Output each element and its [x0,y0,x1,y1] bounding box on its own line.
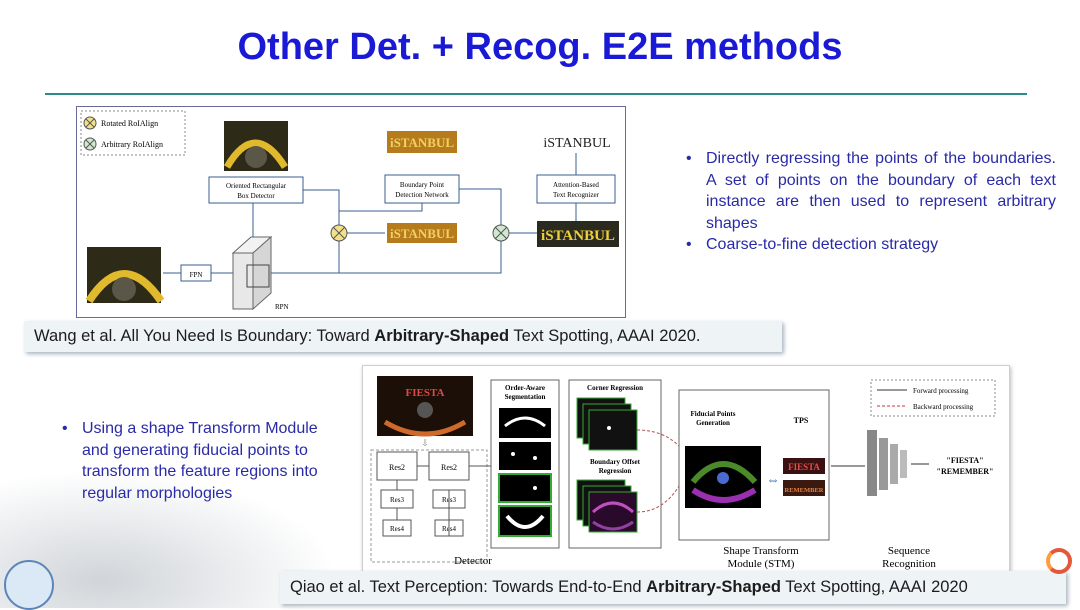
rpn-label: RPN [275,303,289,311]
svg-text:iSTANBUL: iSTANBUL [390,226,454,241]
legend-rotated: Rotated RoIAlign [101,119,158,128]
svg-text:Box Detector: Box Detector [237,192,275,200]
svg-text:FIESTA: FIESTA [406,387,445,399]
svg-text:Forward processing: Forward processing [913,387,969,395]
input-image-fiesta: FIESTA [377,376,473,437]
svg-text:iSTANBUL: iSTANBUL [390,135,454,150]
corner-maps [576,397,638,451]
arbitrary-roialign-icon [83,137,97,151]
svg-text:Regression: Regression [599,467,632,475]
svg-text:Boundary Point: Boundary Point [400,181,444,189]
svg-text:Segmentation: Segmentation [505,393,546,401]
top-bullets: Directly regressing the points of the bo… [684,148,1056,256]
svg-text:Sequence: Sequence [888,545,930,557]
svg-text:Boundary Offset: Boundary Offset [590,458,641,466]
detector-label: Detector [454,555,492,567]
svg-text:Recognition: Recognition [882,558,936,570]
crop-word-output: iSTANBUL [537,221,619,247]
svg-text:Order-Aware: Order-Aware [505,384,545,392]
rpn-block [231,235,273,311]
fpn-label: FPN [190,271,203,279]
svg-text:Shape Transform: Shape Transform [723,545,799,557]
title-divider [45,93,1027,95]
rotated-roialign-icon [83,116,97,130]
svg-text:Corner Regression: Corner Regression [587,384,643,392]
svg-text:⇩: ⇩ [421,438,429,448]
bullet-item: Coarse-to-fine detection strategy [684,234,1056,256]
svg-text:Module (STM): Module (STM) [728,558,795,570]
bullet-item: Directly regressing the points of the bo… [684,148,1056,234]
crop-word-top: iSTANBUL [387,131,457,153]
brand-badge-icon [1046,548,1072,574]
svg-text:iSTANBUL: iSTANBUL [541,228,615,244]
legend-arbitrary: Arbitrary RoIAlign [101,140,163,149]
crop-word-middle: iSTANBUL [387,223,457,243]
svg-text:Generation: Generation [696,419,730,427]
svg-text:FIESTA: FIESTA [788,462,820,472]
svg-text:Fiducial Points: Fiducial Points [691,410,736,418]
svg-text:⇔: ⇔ [766,473,780,488]
boundary-offset-maps [576,479,638,533]
bullet-item: Using a shape Transform Module and gener… [60,418,345,504]
svg-text:TPS: TPS [794,416,809,425]
citation-bottom: Qiao et al. Text Perception: Towards End… [280,571,1066,604]
citation-top: Wang et al. All You Need Is Boundary: To… [24,321,782,352]
slide-title: Other Det. + Recog. E2E methods [237,26,843,68]
sequence-recognizer [867,430,907,496]
svg-text:Res2: Res2 [389,463,405,472]
svg-text:"REMEMBER": "REMEMBER" [937,467,994,476]
svg-text:Backward processing: Backward processing [913,403,974,411]
svg-text:Text Recognizer: Text Recognizer [553,191,600,199]
svg-text:"FIESTA": "FIESTA" [946,456,983,465]
svg-text:Attention-Based: Attention-Based [553,181,599,189]
svg-text:Res2: Res2 [441,463,457,472]
arbitrary-roialign-node [492,224,510,242]
svg-text:Res3: Res3 [390,496,405,504]
bottom-bullets: Using a shape Transform Module and gener… [60,418,345,504]
svg-text:Res4: Res4 [390,525,405,533]
text-perception-figure: FIESTA ⇩ Res2 Res2 Res3 Res3 Res4 Res4 D… [362,365,1010,572]
svg-text:Detection Network: Detection Network [395,191,449,199]
fiducial-points-image [685,446,761,508]
svg-text:REMEMBER: REMEMBER [785,487,824,494]
input-image-top [223,121,288,171]
rotated-roialign-node [330,224,348,242]
rectified-words: FIESTA REMEMBER [783,458,825,496]
boundary-spotting-figure: Rotated RoIAlign Arbitrary RoIAlign FPN [76,106,626,318]
output-text: iSTANBUL [543,136,610,151]
university-logo [4,560,54,610]
svg-text:Oriented Rectangular: Oriented Rectangular [226,182,287,190]
input-image-bottom [85,247,165,304]
